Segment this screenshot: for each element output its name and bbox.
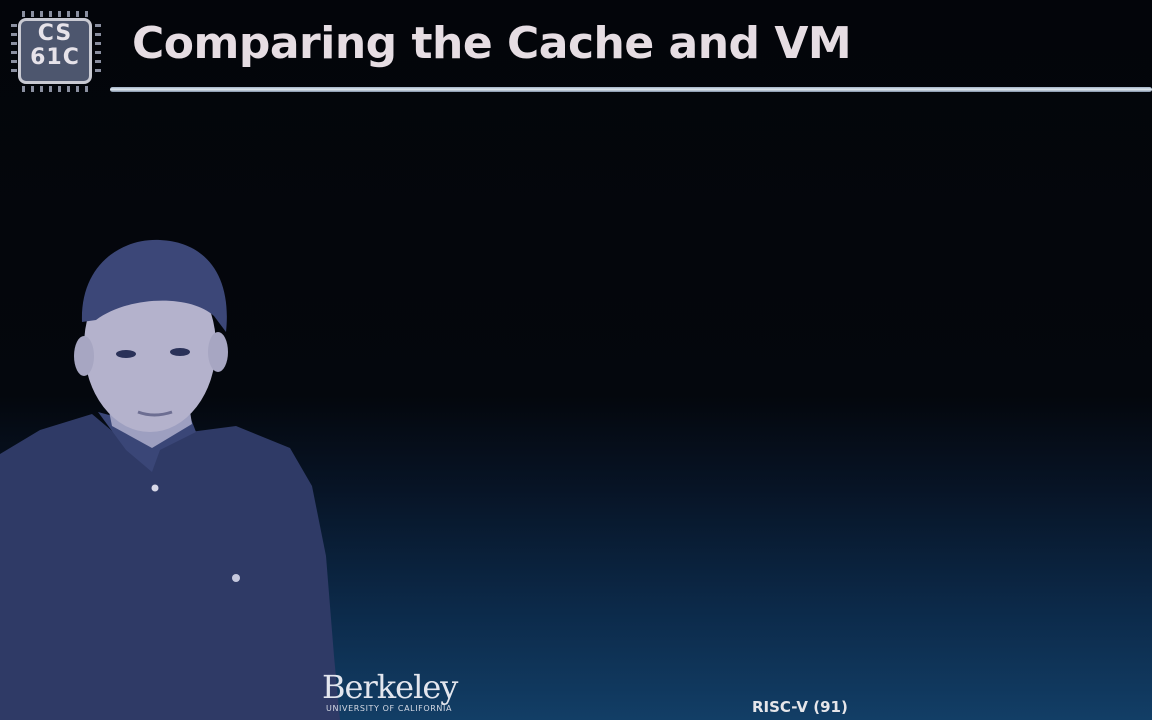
presenter-ear-left	[74, 336, 94, 376]
logo-line-2: 61C	[30, 45, 80, 70]
slide-number-label: RISC-V (91)	[752, 698, 848, 716]
cs61c-logo: CS 61C	[8, 8, 104, 94]
title-divider	[110, 87, 1152, 92]
presenter-logo-dot	[232, 574, 240, 582]
logo-text: CS 61C	[18, 22, 92, 70]
presenter-shirt	[0, 414, 340, 720]
berkeley-subtitle: UNIVERSITY OF CALIFORNIA	[326, 704, 453, 713]
presenter-eye-right	[170, 348, 190, 356]
presenter-mouth	[137, 410, 173, 417]
presenter-eye-left	[116, 350, 136, 358]
presenter-ear-right	[208, 332, 228, 372]
presenter-button	[151, 484, 159, 492]
chip-pins-left	[11, 24, 17, 78]
chip-body	[18, 18, 92, 84]
presenter-hair	[81, 239, 227, 332]
chip-pins-right	[95, 24, 101, 78]
logo-line-1: CS	[37, 21, 73, 46]
slide-title: Comparing the Cache and VM	[132, 18, 852, 69]
chip-pins-bottom	[22, 86, 88, 92]
presenter-video-overlay	[0, 239, 340, 720]
berkeley-wordmark: Berkeley	[322, 668, 458, 706]
chip-pins-top	[22, 11, 88, 17]
